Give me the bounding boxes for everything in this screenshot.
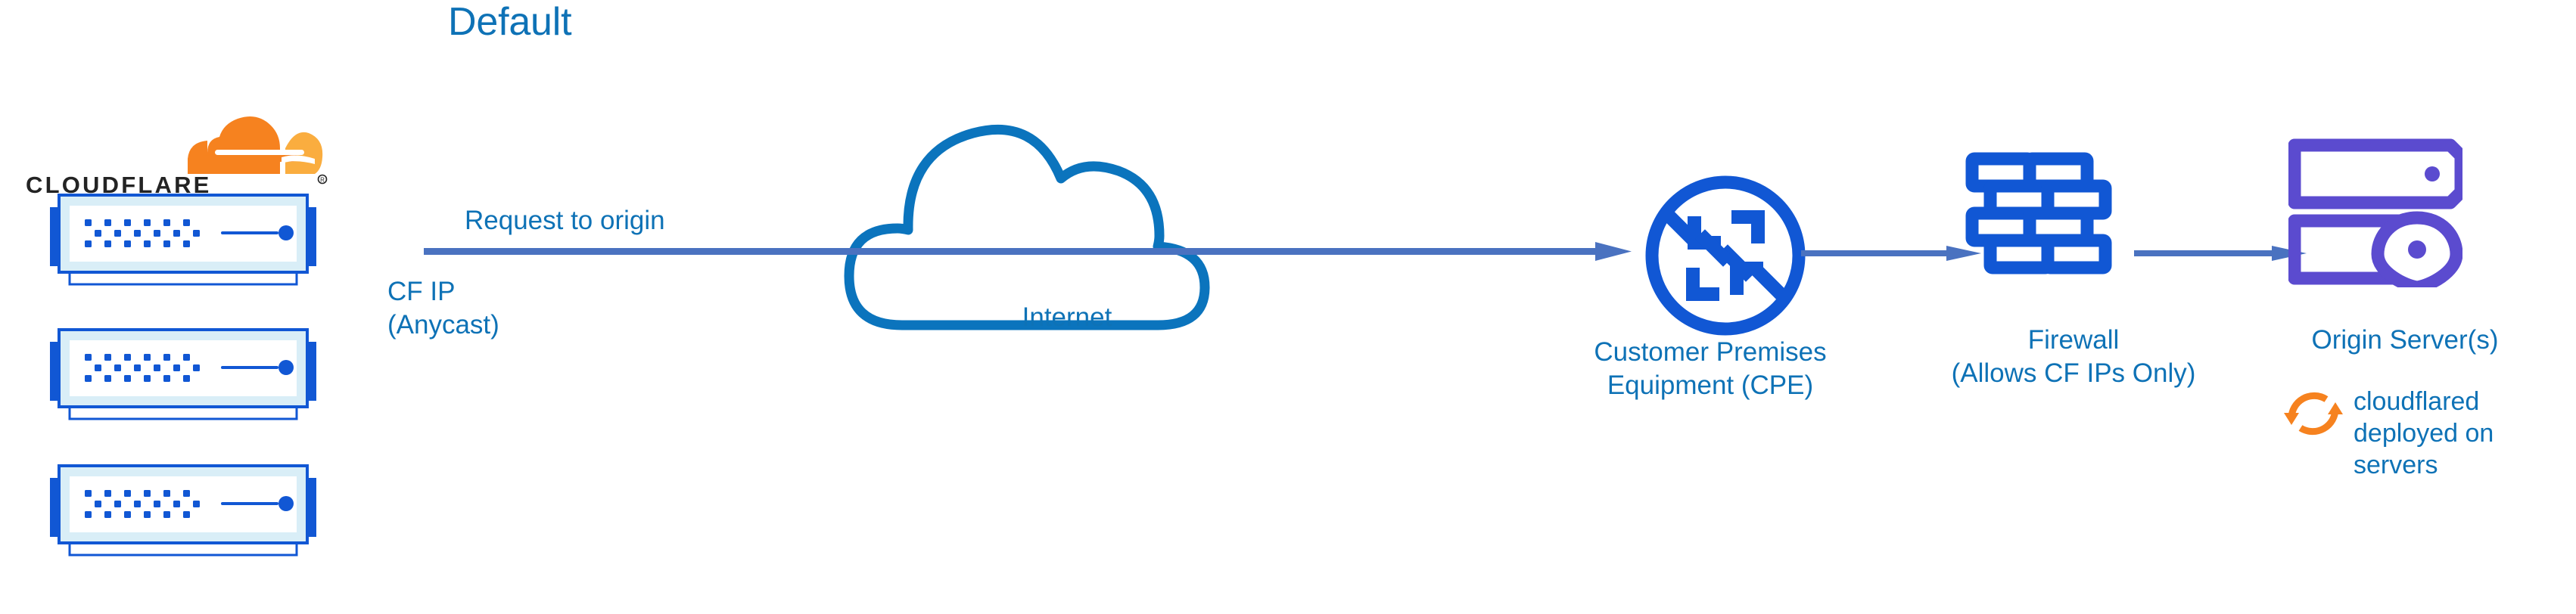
- flow-label-request: Request to origin: [465, 206, 665, 235]
- router-icon: [1645, 175, 1806, 336]
- arrow-right-icon: [2134, 246, 2307, 261]
- cpe-label: Customer Premises Equipment (CPE): [1594, 337, 1827, 401]
- sync-refresh-icon: [2284, 392, 2343, 436]
- server-rack-icon: [50, 464, 316, 557]
- origin-server-label: Origin Server(s): [2311, 325, 2499, 355]
- brick-wall-firewall-icon: [1965, 152, 2112, 274]
- cloudflare-logo: CLOUDFLARE R: [26, 103, 328, 198]
- cloudflare-cloud-logo-icon: [188, 116, 323, 174]
- firewall-label: Firewall (Allows CF IPs Only): [1951, 325, 2196, 389]
- svg-text:R: R: [320, 177, 325, 184]
- server-rack-icon: [50, 328, 316, 420]
- server-location-pin-icon: [2288, 138, 2462, 287]
- internet-label: Internet: [1022, 302, 1112, 332]
- arrow-right-icon: [1801, 246, 1981, 261]
- server-rack-icon: [50, 194, 316, 286]
- page-title: Default: [448, 0, 572, 44]
- arrow-right-icon: [424, 242, 1632, 261]
- cloudflared-note-label: cloudflared deployed on servers: [2354, 387, 2494, 480]
- cf-ip-label: CF IP (Anycast): [387, 277, 499, 340]
